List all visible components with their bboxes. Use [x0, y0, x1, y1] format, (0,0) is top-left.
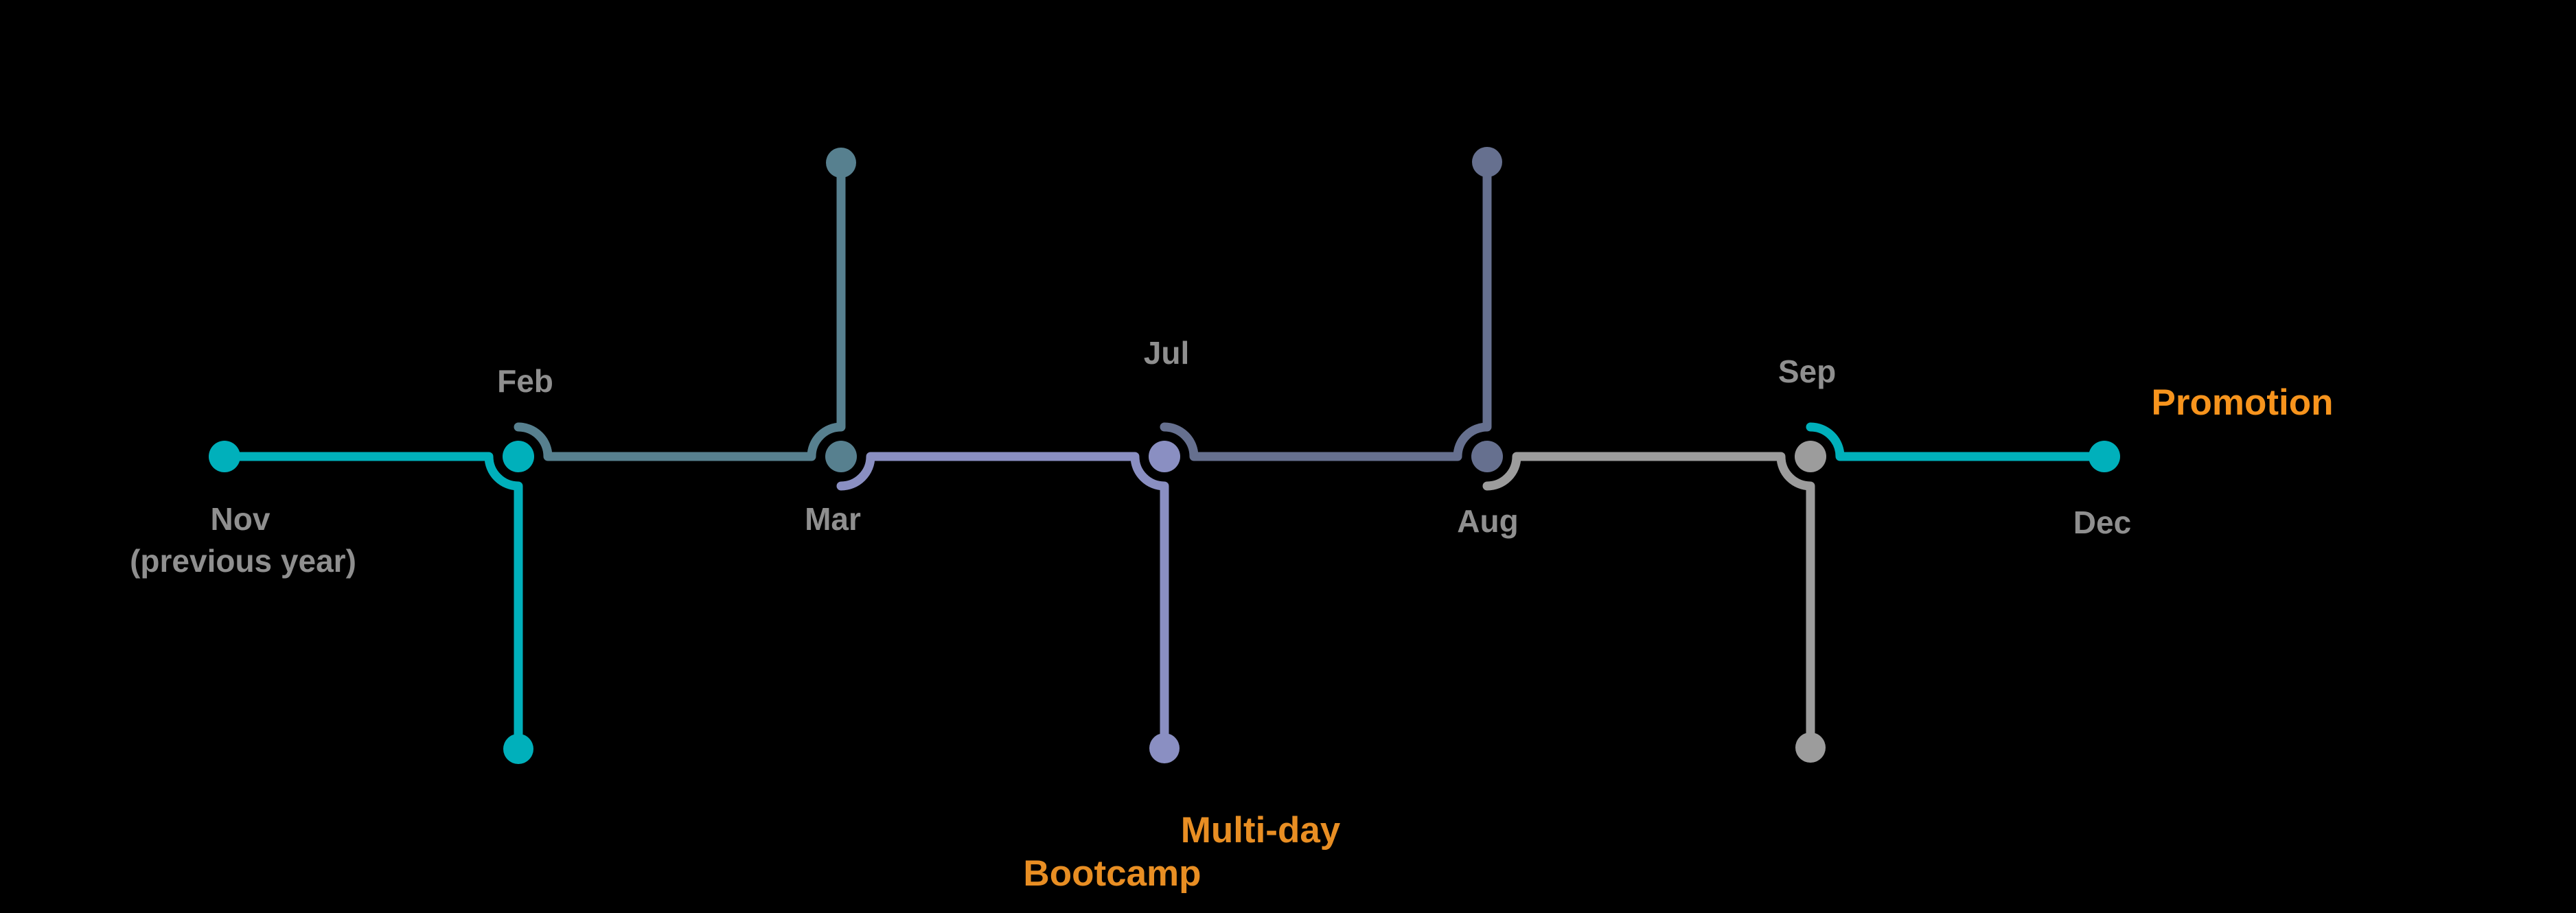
- node-nov: [209, 441, 240, 472]
- month-label-feb: Feb: [497, 363, 553, 399]
- month-sublabel-nov: (previous year): [130, 543, 356, 579]
- month-label-dec: Dec: [2073, 505, 2131, 540]
- branch-node-aug: [1472, 147, 1502, 177]
- node-feb: [503, 441, 534, 472]
- month-label-jul: Jul: [1144, 335, 1189, 371]
- segment-feb-mar: [514, 158, 846, 461]
- segment-aug-sep: [1482, 452, 1815, 752]
- month-label-aug: Aug: [1457, 503, 1518, 539]
- branch-node-mar: [826, 148, 856, 178]
- month-label-nov: Nov: [211, 501, 271, 537]
- node-sep: [1795, 441, 1826, 472]
- segment-jul-aug: [1160, 157, 1492, 461]
- annotation-multi-day: Multi-day: [1181, 810, 1341, 851]
- node-mar: [825, 441, 857, 472]
- branch-node-jul: [1149, 733, 1180, 763]
- annotation-bootcamp: Bootcamp: [1023, 853, 1201, 894]
- branch-node-feb: [503, 734, 533, 764]
- month-label-mar: Mar: [805, 501, 861, 537]
- month-label-sep: Sep: [1778, 354, 1836, 389]
- branch-node-sep: [1795, 732, 1826, 763]
- segment-nov-feb: [220, 452, 523, 754]
- node-jul: [1149, 441, 1180, 472]
- segment-sep-dec: [1806, 422, 2109, 461]
- annotation-promotion: Promotion: [2152, 382, 2334, 423]
- segment-mar-jul: [836, 452, 1169, 753]
- node-aug: [1471, 441, 1503, 472]
- node-dec: [2089, 441, 2120, 472]
